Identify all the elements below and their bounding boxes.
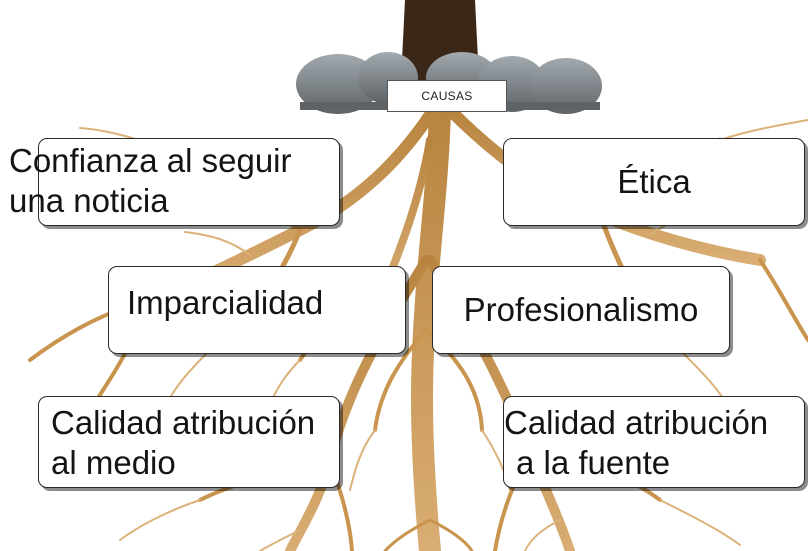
node-calidad-medio-line-2: al medio: [51, 444, 176, 481]
node-imparcialidad-text: Imparcialidad: [127, 284, 324, 321]
node-profesionalismo-text: Profesionalismo: [463, 291, 699, 328]
node-confianza-line-1: Confianza al seguir: [9, 142, 292, 179]
node-confianza: Confianza al seguir una noticia: [9, 138, 340, 226]
node-calidad-fuente-line-1: Calidad atribución: [504, 404, 769, 441]
node-calidad-fuente-line-2: a la fuente: [516, 444, 671, 481]
node-confianza-line-2: una noticia: [9, 182, 169, 219]
node-calidad-medio: Calidad atribución al medio: [38, 396, 340, 488]
node-etica: Ética: [503, 138, 805, 226]
node-etica-text: Ética: [617, 163, 691, 200]
node-calidad-medio-line-1: Calidad atribución: [51, 404, 316, 441]
causas-label: CAUSAS: [387, 80, 507, 112]
node-imparcialidad: Imparcialidad: [108, 266, 406, 354]
node-calidad-fuente: Calidad atribución a la fuente: [503, 396, 805, 488]
node-profesionalismo: Profesionalismo: [432, 266, 730, 354]
